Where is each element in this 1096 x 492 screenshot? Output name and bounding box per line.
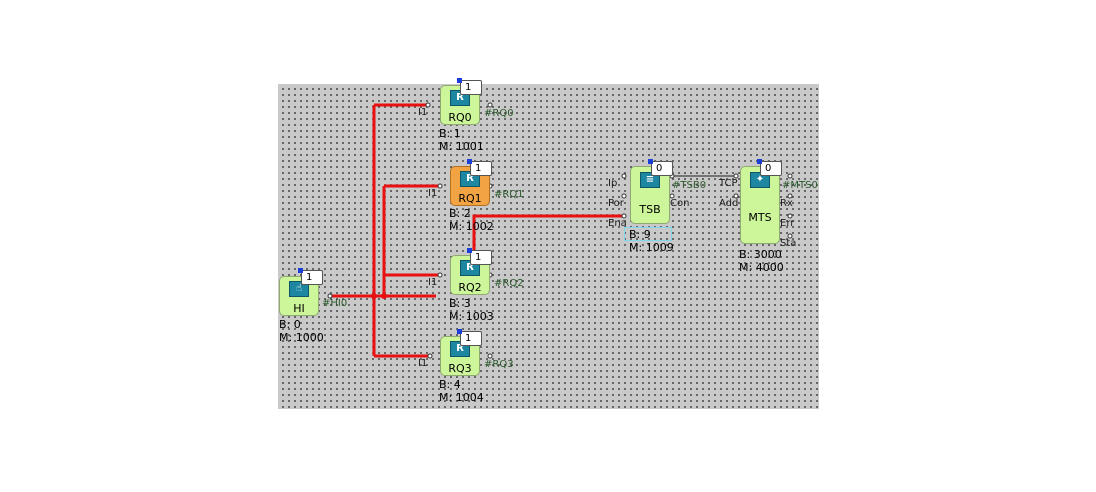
input-label: Ip [608,178,618,189]
input-label: Ena [608,218,627,229]
block-name: RQ0 [448,111,472,124]
output-label: Con [670,198,690,209]
block-rq3[interactable]: R RQ3 [440,336,480,376]
modbus-icon: ✦ [750,172,770,188]
block-badge: 1 [467,248,492,265]
input-label: Por [608,198,624,209]
input-label: I1 [428,188,438,199]
output-tag: #RQ1 [494,189,524,200]
block-mts[interactable]: ✦ MTS [740,166,780,244]
hand-icon: ☝ [289,281,309,297]
block-badge: 1 [298,268,323,285]
block-name: RQ2 [458,281,482,294]
block-name: MTS [748,211,772,224]
output-tag: #HI0 [322,298,348,309]
input-label: I1 [428,277,438,288]
output-tag: #RQ0 [484,108,514,119]
output-tag: #MTS0 [782,180,818,191]
output-label: Err [780,218,795,229]
block-name: RQ3 [448,362,472,375]
network-icon: ≡ [640,172,660,188]
input-label: I1 [418,358,428,369]
logic-canvas[interactable] [278,84,819,409]
wire-rq2-out-to-tsb [472,214,624,253]
block-name: HI [293,302,305,315]
input-label: I1 [418,107,428,118]
output-tag: #RQ2 [494,278,524,289]
block-name: RQ1 [458,192,482,205]
block-name: TSB [639,203,661,216]
block-badge: 1 [457,78,482,95]
selection-box [624,227,672,241]
output-tag: #RQ3 [484,359,514,370]
output-label: Rx [780,198,793,209]
block-hi[interactable]: ☝ HI [279,276,319,316]
output-label: Sta [780,238,797,249]
output-tag: #TSB0 [672,180,707,191]
block-badge: 0 [757,159,782,176]
input-label: Add [719,198,739,209]
junction-dot [381,293,387,299]
input-label: TCP [719,178,738,189]
block-badge: 0 [648,159,673,176]
block-badge: 1 [467,159,492,176]
junction-dot [371,293,377,299]
block-badge: 1 [457,329,482,346]
